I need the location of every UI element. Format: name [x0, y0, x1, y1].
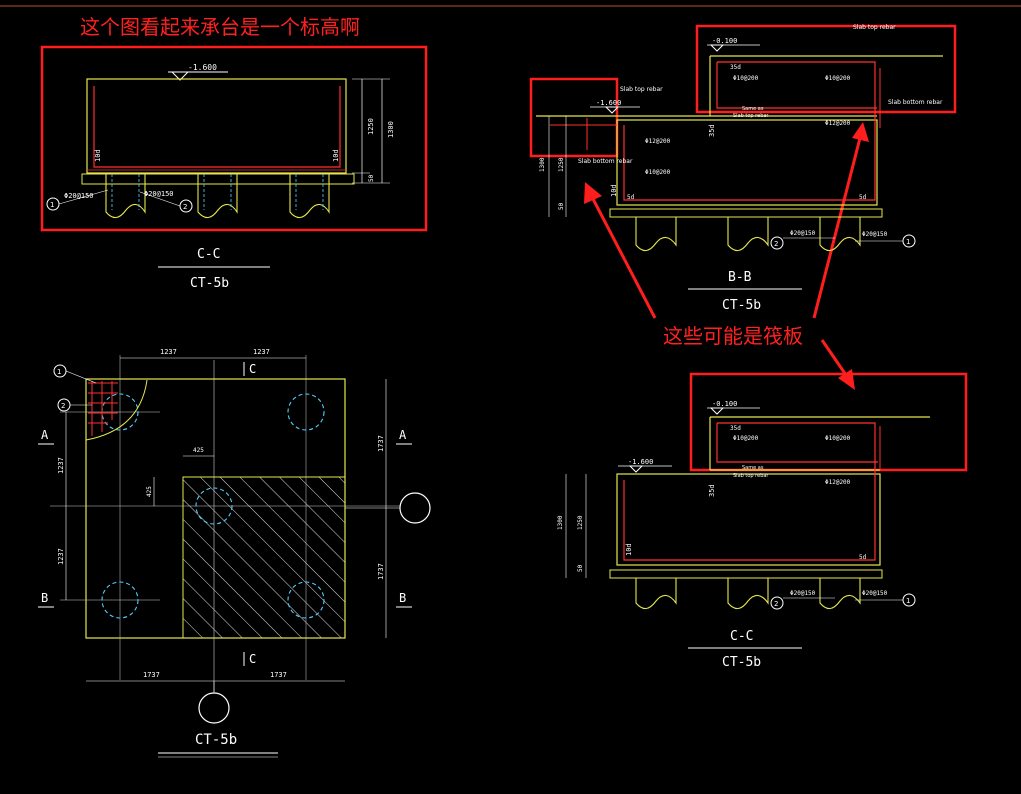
rebar-label: Φ20@150 — [862, 231, 888, 238]
highlight-box-bb-left — [529, 77, 619, 158]
anchor-label: 10d — [332, 149, 340, 162]
dim-label: 1237 — [57, 457, 65, 474]
section-cc-top: -1.600 1250 1300 50 10d 10d 1 — [46, 63, 395, 291]
rebar-note: Same as — [742, 106, 764, 112]
anchor-label: 5d — [859, 194, 867, 201]
section-marker-a-right: A — [399, 428, 407, 442]
callout-2: 2 — [61, 402, 65, 410]
rebar-label: Φ20@150 — [862, 590, 888, 597]
rebar-label: Φ10@200 — [733, 75, 759, 82]
dim-label: 425 — [146, 486, 153, 497]
rebar-label: Φ12@200 — [825, 479, 851, 486]
callout-1: 1 — [906, 597, 910, 605]
rebar-label: Φ20@150 — [790, 230, 816, 237]
rebar-note: Slab top rebar — [733, 473, 769, 479]
section-marker-c-top: C — [249, 362, 256, 376]
rebar-note: Slab bottom rebar — [888, 99, 943, 106]
anchor-label: 35d — [708, 484, 716, 497]
anchor-label: 5d — [859, 554, 867, 561]
highlight-box-cc — [40, 45, 428, 232]
section-marker-b-left: B — [41, 591, 48, 605]
rebar-note: Slab top rebar — [733, 113, 769, 119]
dim-label: 1250 — [558, 157, 565, 172]
elevation-label: -0.100 — [712, 400, 737, 408]
rebar-note: Slab top rebar — [853, 24, 896, 31]
dim-label: 1300 — [557, 515, 564, 530]
dim-label: 1737 — [270, 671, 287, 679]
anchor-label: 35d — [730, 64, 741, 71]
dim-label: 1737 — [143, 671, 160, 679]
dim-label: 1737 — [377, 435, 385, 452]
dim-label: 1300 — [539, 157, 546, 172]
section-title: B-B — [728, 270, 752, 285]
highlight-box-cc-right — [689, 372, 968, 472]
anchor-label: 10d — [94, 149, 102, 162]
rebar-label: Φ10@200 — [733, 435, 759, 442]
section-subtitle: CT-5b — [722, 298, 761, 313]
callout-1: 1 — [57, 368, 61, 376]
dim-label: 425 — [193, 447, 204, 454]
elevation-label: -0.100 — [712, 37, 737, 45]
rebar-label: Φ10@200 — [825, 435, 851, 442]
elevation-label: -1.600 — [628, 458, 653, 466]
dim-label: 1237 — [57, 548, 65, 565]
plan-ct5b: 1 2 1237 1237 1737 1737 1237 1237 1737 1… — [38, 348, 431, 758]
callout-2: 2 — [774, 240, 778, 248]
rebar-note: Same as — [742, 465, 764, 471]
section-subtitle: CT-5b — [190, 276, 229, 291]
anchor-label: 10d — [625, 543, 633, 556]
annotation-arrows — [584, 122, 869, 390]
anchor-label: 35d — [730, 425, 741, 432]
annotation-note-top-left: 这个图看起来承台是一个标高啊 — [80, 15, 360, 39]
rebar-label: Φ20@150 — [790, 590, 816, 597]
rebar-label: Φ12@200 — [645, 138, 671, 145]
dim-label: 50 — [558, 202, 565, 210]
section-marker-b-right: B — [399, 591, 406, 605]
rebar-note: Slab top rebar — [620, 86, 663, 93]
section-bb: -0.100 -1.600 Slab top rebar Slab bottom… — [536, 24, 943, 313]
anchor-label: 10d — [610, 184, 618, 197]
dim-label: 50 — [577, 564, 584, 572]
section-cc-right: -0.100 -1.600 Φ10@200 Φ10@200 Φ12@200 35… — [557, 400, 930, 670]
anchor-label: 35d — [708, 124, 716, 137]
callout-2: 2 — [774, 600, 778, 608]
dim-label: 50 — [368, 174, 375, 182]
section-title: C-C — [197, 247, 220, 262]
dim-label: 1737 — [377, 563, 385, 580]
dim-label: 1250 — [367, 118, 375, 135]
anchor-label: 5d — [627, 194, 635, 201]
rebar-note: Slab bottom rebar — [578, 158, 633, 165]
dim-label: 1300 — [387, 121, 395, 138]
elevation-label: -1.600 — [188, 63, 217, 72]
highlight-box-bb-right — [695, 24, 957, 114]
rebar-label: Φ12@200 — [825, 120, 851, 127]
callout-2: 2 — [183, 203, 187, 211]
rebar-label: Φ20@150 — [144, 190, 174, 198]
rebar-label: Φ10@200 — [825, 75, 851, 82]
annotation-note-right: 这些可能是筏板 — [663, 324, 803, 348]
section-subtitle: CT-5b — [722, 655, 761, 670]
elevation-label: -1.600 — [596, 99, 621, 107]
dim-label: 1237 — [253, 348, 270, 356]
section-marker-c-bottom: C — [249, 652, 256, 666]
rebar-label: Φ20@150 — [64, 192, 94, 200]
section-marker-a-left: A — [41, 428, 49, 442]
dim-label: 1237 — [160, 348, 177, 356]
plan-title: CT-5b — [195, 732, 237, 748]
callout-1: 1 — [50, 201, 54, 209]
rebar-label: Φ10@200 — [645, 169, 671, 176]
dim-label: 1250 — [577, 515, 584, 530]
section-title: C-C — [730, 629, 753, 644]
callout-1: 1 — [906, 238, 910, 246]
